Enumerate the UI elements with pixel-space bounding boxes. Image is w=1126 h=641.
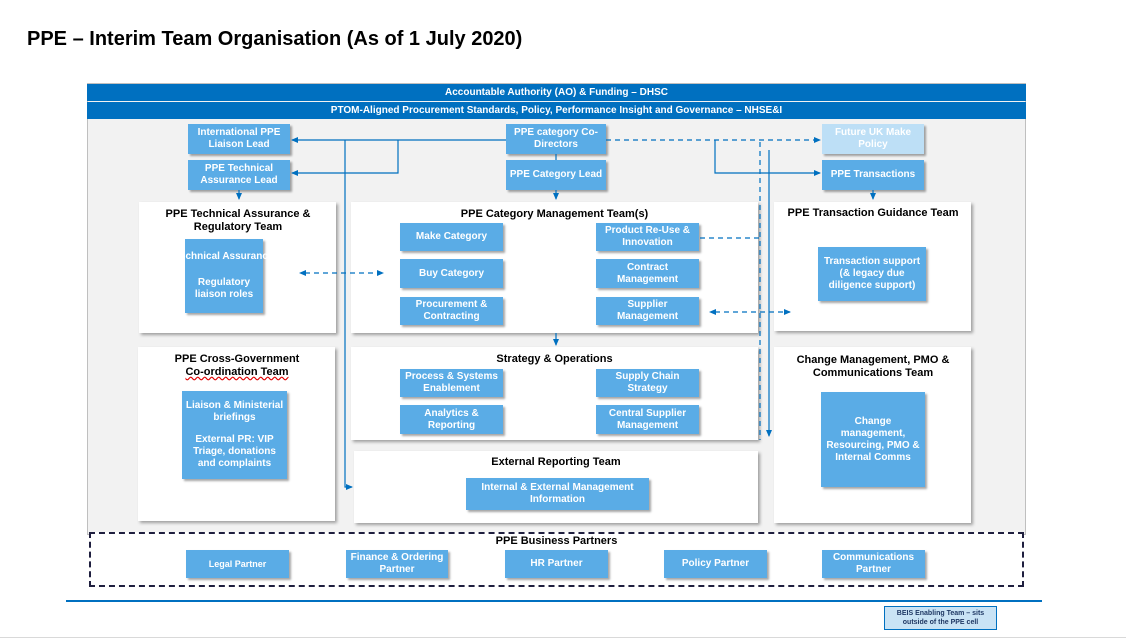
contract-management-box: Contract Management xyxy=(596,259,699,288)
procurement-contracting-box: Procurement & Contracting xyxy=(400,297,503,325)
accountable-authority-bar: Accountable Authority (AO) & Funding – D… xyxy=(87,84,1026,101)
cross-government-title-line1: PPE Cross-Government xyxy=(174,353,300,365)
international-liaison-lead-box: International PPE Liaison Lead xyxy=(188,124,290,154)
technical-assurance-lead-box: PPE Technical Assurance Lead xyxy=(188,160,290,190)
line-to-transactions xyxy=(714,140,821,176)
supply-chain-strategy-box: Supply Chain Strategy xyxy=(596,369,699,397)
policy-partner-box: Policy Partner xyxy=(664,550,767,578)
finance-ordering-partner-box: Finance & Ordering Partner xyxy=(346,550,448,578)
communications-partner-box: Communications Partner xyxy=(822,550,925,578)
line-to-tech-lead xyxy=(291,140,399,176)
technical-assurance-box: Technical Assurance Regulatory liaison r… xyxy=(175,239,273,313)
ppe-transactions-box: PPE Transactions xyxy=(822,160,924,190)
central-supplier-box: Central Supplier Management xyxy=(596,405,699,434)
supplier-management-box: Supplier Management xyxy=(596,297,699,325)
external-pr-text: External PR: VIP Triage, donations and c… xyxy=(193,434,276,469)
footer-divider xyxy=(66,600,1042,602)
category-management-panel: PPE Category Management Team(s) Make Cat… xyxy=(351,202,758,333)
cross-government-panel: PPE Cross-Government Co-ordination Team … xyxy=(138,347,335,521)
transaction-guidance-panel: PPE Transaction Guidance Team Transactio… xyxy=(774,202,971,331)
legal-partner-box: Legal Partner xyxy=(186,550,289,578)
category-lead-box: PPE Category Lead xyxy=(506,160,606,190)
strategy-operations-panel: Strategy & Operations Process & Systems … xyxy=(351,347,758,440)
future-uk-make-policy-box: Future UK Make Policy xyxy=(822,124,924,154)
slide-bottom-edge xyxy=(0,637,1126,638)
category-co-directors-box: PPE category Co-Directors xyxy=(506,124,606,154)
procurement-standards-bar: PTOM-Aligned Procurement Standards, Poli… xyxy=(87,102,1026,119)
management-information-box: Internal & External Management Informati… xyxy=(466,478,649,510)
buy-category-box: Buy Category xyxy=(400,259,503,288)
technical-assurance-text: Technical Assurance xyxy=(174,251,274,262)
product-reuse-innovation-box: Product Re-Use & Innovation xyxy=(596,223,699,251)
change-management-panel: Change Management, PMO & Communications … xyxy=(774,347,971,523)
category-management-panel-title: PPE Category Management Team(s) xyxy=(460,208,649,220)
page-title: PPE – Interim Team Organisation (As of 1… xyxy=(27,28,523,50)
transaction-guidance-panel-title: PPE Transaction Guidance Team xyxy=(787,207,959,219)
technical-assurance-panel: PPE Technical Assurance & Regulatory Tea… xyxy=(139,202,336,333)
regulatory-liaison-text: Regulatory liaison roles xyxy=(194,277,254,300)
change-management-box: Change management, Resourcing, PMO & Int… xyxy=(821,392,925,487)
liaison-briefings-text: Liaison & Ministerial briefings xyxy=(185,400,284,423)
strategy-operations-panel-title: Strategy & Operations xyxy=(496,353,613,365)
external-reporting-panel-title: External Reporting Team xyxy=(491,456,621,468)
cross-government-panel-title: PPE Cross-Government Co-ordination Team xyxy=(142,353,332,379)
line-to-external-reporting xyxy=(344,140,353,490)
transaction-support-box: Transaction support (& legacy due dilige… xyxy=(818,247,926,301)
analytics-reporting-box: Analytics & Reporting xyxy=(400,405,503,434)
beis-enabling-note: BEIS Enabling Team – sits outside of the… xyxy=(884,606,997,630)
process-systems-box: Process & Systems Enablement xyxy=(400,369,503,397)
business-partners-title: PPE Business Partners xyxy=(495,535,618,547)
hr-partner-box: HR Partner xyxy=(505,550,608,578)
make-category-box: Make Category xyxy=(400,223,503,251)
change-management-panel-title: Change Management, PMO & Communications … xyxy=(796,354,950,379)
cross-government-title-line2: Co-ordination Team xyxy=(185,366,289,378)
technical-assurance-panel-title: PPE Technical Assurance & Regulatory Tea… xyxy=(165,208,311,233)
external-reporting-panel: External Reporting Team Internal & Exter… xyxy=(354,451,758,523)
liaison-briefings-box: Liaison & Ministerial briefings External… xyxy=(182,391,287,479)
